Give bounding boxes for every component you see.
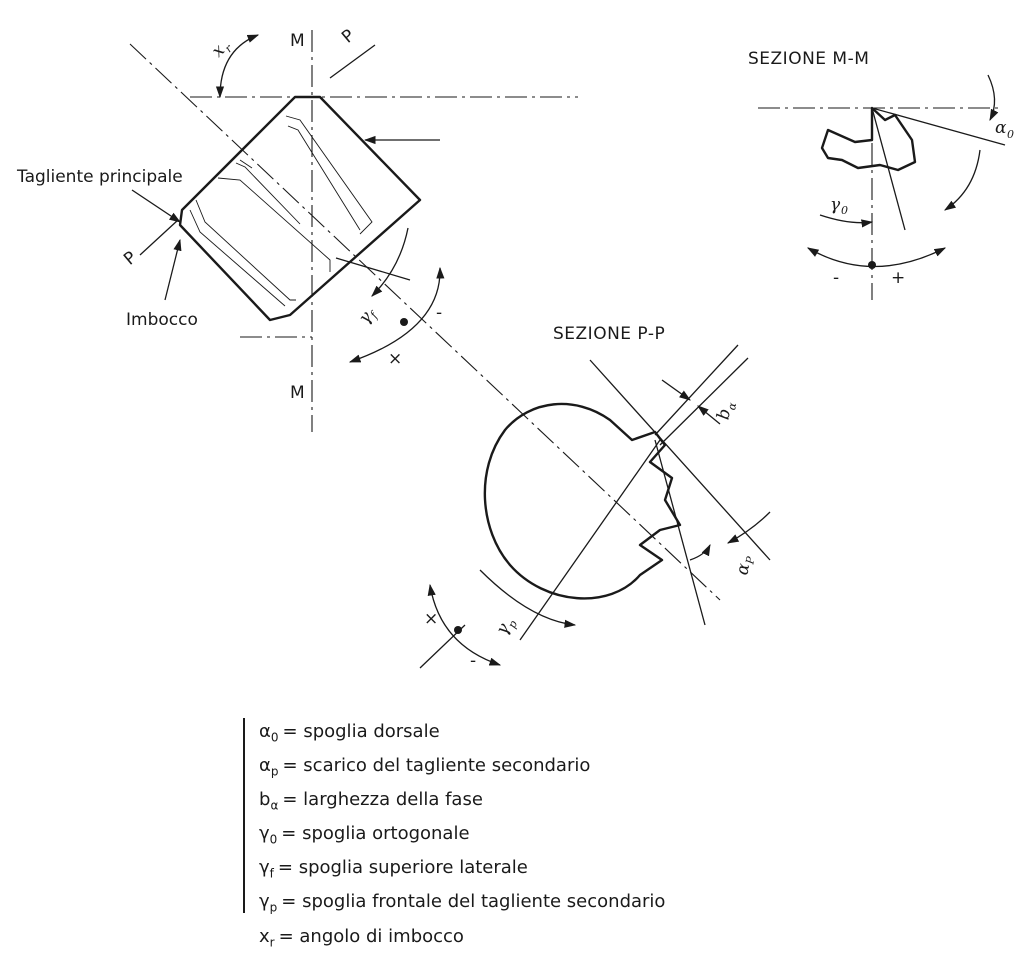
legend-description: = spoglia frontale del tagliente seconda…	[281, 891, 666, 913]
tool-land-line-1	[285, 115, 373, 235]
gamma-f-ref-line	[335, 257, 411, 281]
xr-angle-arc	[215, 34, 260, 99]
tool-times-sign: ×	[388, 349, 402, 369]
tagliente-leader	[131, 189, 181, 223]
alpha-0-arc-top	[987, 74, 999, 122]
mm-sign-arc	[806, 247, 947, 268]
svg-text:p: p	[505, 618, 520, 630]
xr-symbol: x r	[208, 40, 236, 61]
tool-land-line-3	[235, 162, 301, 225]
legend-row: bα= larghezza della fase	[259, 786, 665, 820]
section-pp	[419, 344, 771, 669]
tool-geometry-diagram: SEZIONE M-M SEZIONE P-P M M P P Taglient…	[16, 26, 1014, 671]
tool-minus-sign: -	[436, 303, 442, 323]
alpha-p-arc-1	[726, 511, 771, 544]
legend-symbol: α	[259, 721, 271, 742]
tool-land-line-4	[217, 177, 331, 272]
alpha-0-sub: 0	[1007, 128, 1014, 141]
gamma-0-sub: 0	[841, 204, 848, 217]
m-label-bottom: M	[290, 383, 305, 403]
pp-center-dot	[454, 626, 462, 634]
mm-section-profile	[820, 106, 917, 172]
b-alpha-arrow-2	[697, 405, 721, 425]
tool-land-line-6	[189, 209, 286, 307]
mm-center-dot	[868, 261, 876, 269]
legend-symbol-subscript: 0	[270, 730, 279, 745]
alpha-0-arc-bottom	[944, 149, 981, 211]
legend-row: γ0= spoglia ortogonale	[259, 820, 665, 854]
legend-row: xr= angolo di imbocco	[259, 923, 665, 957]
legend-symbol-subscript: f	[269, 866, 274, 881]
legend-row: α0= spoglia dorsale	[259, 718, 665, 752]
tool-land-line-5	[195, 199, 296, 301]
legend-symbol-subscript: p	[270, 764, 279, 779]
pp-land-line-2	[659, 357, 749, 446]
alpha-p-symbol: α P	[732, 555, 757, 577]
legend-description: = spoglia ortogonale	[281, 823, 470, 845]
pp-edge-line	[589, 359, 771, 561]
m-label-top: M	[290, 31, 305, 51]
svg-text:P: P	[743, 555, 757, 566]
gamma-0-arc	[819, 214, 874, 228]
section-pp-title: SEZIONE P-P	[553, 324, 665, 344]
mm-clearance-line	[871, 107, 1006, 146]
pp-rake-line	[519, 439, 661, 641]
p-label-left: P	[120, 248, 141, 270]
legend-description: = spoglia superiore laterale	[277, 857, 528, 879]
legend-symbol: γ	[259, 891, 270, 913]
legend-symbol: γ	[259, 857, 270, 879]
b-alpha-symbol: b α	[713, 401, 739, 421]
legend-symbol-subscript: 0	[269, 832, 278, 847]
section-mm-title: SEZIONE M-M	[748, 49, 869, 69]
p-section-line-left	[139, 219, 179, 256]
legend-row: αp= scarico del tagliente secondario	[259, 752, 665, 786]
legend-symbol: b	[259, 789, 271, 811]
imbocco-label: Imbocco	[126, 310, 198, 330]
pp-section-profile	[483, 402, 682, 600]
b-alpha-arrow-1	[661, 379, 691, 401]
pp-sign-arc	[427, 583, 502, 666]
alpha-p-arc-2	[689, 543, 711, 561]
svg-text:b: b	[713, 407, 735, 421]
legend-symbol-subscript: r	[269, 935, 275, 950]
gamma-0-symbol: γ	[830, 195, 841, 215]
pp-times-sign: ×	[424, 609, 438, 629]
legend-symbol-subscript: α	[270, 798, 279, 813]
alpha-0-symbol: α	[995, 118, 1007, 138]
pp-land-line-1	[654, 344, 739, 436]
legend-row: γp= spoglia frontale del tagliente secon…	[259, 888, 665, 922]
tool-outline	[178, 95, 422, 322]
legend-description: = spoglia dorsale	[282, 721, 440, 742]
svg-text:α: α	[725, 401, 739, 411]
gamma-p-symbol: γ p	[492, 618, 520, 638]
p-section-line-top	[329, 44, 376, 79]
legend-row: γf= spoglia superiore laterale	[259, 854, 665, 888]
svg-text:α: α	[732, 561, 754, 576]
imbocco-leader	[164, 238, 182, 301]
legend-symbol: α	[259, 755, 271, 777]
pp-clearance-line	[654, 439, 706, 626]
gamma-p-arc	[479, 569, 577, 628]
p-label-top: P	[338, 26, 359, 48]
sign-arc-left	[348, 266, 445, 363]
tool-land-line-2	[287, 125, 361, 231]
pp-minus-sign: -	[470, 651, 476, 671]
legend-symbol: γ	[259, 823, 270, 845]
tool-axis-line	[129, 43, 721, 601]
rotation-center-dot	[400, 318, 408, 326]
tool-land-line-7	[239, 159, 253, 169]
section-mm	[758, 74, 1006, 300]
legend-description: = scarico del tagliente secondario	[282, 755, 591, 777]
tool-top-view	[129, 30, 721, 601]
tagliente-principale-label: Tagliente principale	[16, 167, 183, 187]
mm-minus-sign: -	[833, 268, 839, 288]
mm-plus-sign: +	[891, 268, 905, 288]
legend-description: = larghezza della fase	[282, 789, 483, 811]
mm-rake-line	[871, 107, 906, 231]
gamma-f-symbol: γ f	[354, 307, 381, 327]
legend-symbol-subscript: p	[269, 901, 278, 916]
